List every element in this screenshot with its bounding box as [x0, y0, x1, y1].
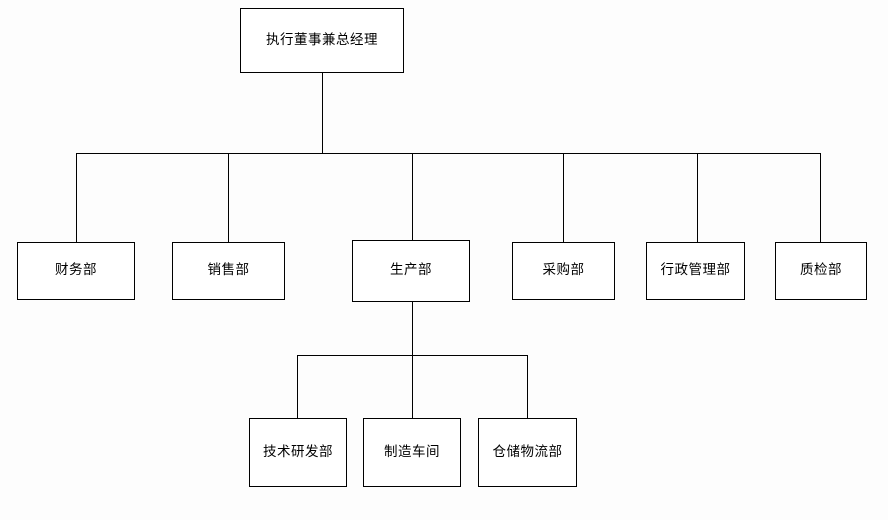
org-node-level3-2[interactable]: 制造车间 [363, 418, 461, 487]
connector-root-stem [322, 73, 323, 153]
connector-level2-drop-5 [697, 153, 698, 242]
org-node-label: 销售部 [207, 262, 250, 279]
connector-level3-drop-2 [412, 355, 413, 418]
org-node-label: 仓储物流部 [492, 443, 563, 460]
org-node-level2-6[interactable]: 质检部 [775, 242, 867, 300]
connector-level3-drop-3 [527, 355, 528, 418]
org-node-level3-3[interactable]: 仓储物流部 [478, 418, 577, 487]
connector-level3-drop-1 [297, 355, 298, 418]
org-node-label: 生产部 [390, 262, 432, 279]
org-node-level2-3[interactable]: 生产部 [352, 240, 470, 302]
org-node-level3-1[interactable]: 技术研发部 [249, 418, 347, 487]
org-node-level2-4[interactable]: 采购部 [512, 242, 615, 300]
org-node-label: 质检部 [800, 262, 842, 279]
connector-level2-drop-2 [228, 153, 229, 242]
org-node-label: 技术研发部 [263, 443, 333, 460]
org-node-label: 采购部 [542, 262, 585, 279]
org-node-level2-2[interactable]: 销售部 [172, 242, 285, 300]
org-node-level2-5[interactable]: 行政管理部 [646, 242, 745, 300]
connector-level2-drop-4 [563, 153, 564, 242]
connector-level2-drop-1 [76, 153, 77, 242]
connector-level3-stem [412, 302, 413, 355]
org-node-label: 制造车间 [384, 443, 440, 460]
org-node-root[interactable]: 执行董事兼总经理 [240, 8, 404, 73]
connector-level2-drop-6 [820, 153, 821, 242]
org-node-label: 行政管理部 [660, 262, 731, 279]
connector-level2-drop-3 [412, 153, 413, 240]
org-node-label: 执行董事兼总经理 [266, 31, 378, 48]
connector-level2-bus [76, 153, 820, 154]
org-node-level2-1[interactable]: 财务部 [17, 242, 135, 300]
org-node-label: 财务部 [55, 262, 97, 279]
